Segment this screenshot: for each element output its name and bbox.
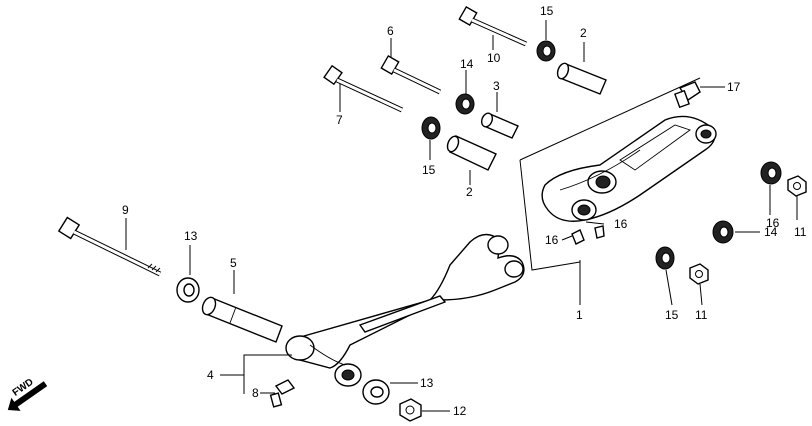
forward-direction-arrow: FWD — [7, 377, 48, 411]
label-part-2-bottom: 2 — [466, 185, 473, 199]
bolt-10 — [458, 5, 528, 47]
label-part-16-right: 16 — [766, 216, 780, 230]
label-part-15-top: 15 — [540, 4, 554, 18]
label-part-17: 17 — [727, 80, 741, 94]
label-part-4: 4 — [207, 368, 214, 382]
label-part-15-mid: 15 — [422, 163, 436, 177]
nut-11-bottom — [689, 263, 709, 285]
label-part-10: 10 — [487, 51, 501, 65]
label-part-5: 5 — [230, 256, 237, 270]
dust-seal-15-top — [536, 40, 556, 62]
dust-seal-13-left — [176, 277, 200, 303]
dust-seal-13-right — [362, 379, 390, 405]
nut-12 — [399, 398, 422, 422]
collar-3 — [480, 112, 519, 139]
bolt-9 — [57, 216, 162, 277]
collar-5 — [201, 296, 283, 343]
nut-11-right — [787, 175, 807, 197]
label-part-7: 7 — [336, 113, 343, 127]
label-part-3: 3 — [493, 79, 500, 93]
bolt-6 — [380, 54, 442, 95]
dust-seal-14-right — [712, 220, 734, 244]
grease-fitting-17 — [674, 81, 701, 109]
label-part-15-bottom: 15 — [665, 308, 679, 322]
label-part-13-left: 13 — [184, 229, 198, 243]
label-part-14-right: 14 — [764, 225, 778, 239]
label-part-14-top: 14 — [460, 57, 474, 71]
grease-fitting-8 — [269, 379, 296, 408]
dust-seal-15-right — [760, 161, 782, 185]
lower-linkage-arm — [285, 233, 525, 387]
label-part-12: 12 — [453, 404, 467, 418]
part-number-labels: 10 15 2 6 14 3 7 15 2 17 16 11 14 16 16 … — [122, 4, 807, 418]
label-part-1: 1 — [576, 308, 583, 322]
collar-2-top — [556, 62, 607, 95]
label-part-8: 8 — [252, 386, 259, 400]
label-part-6: 6 — [387, 24, 394, 38]
label-part-9: 9 — [122, 203, 129, 217]
label-part-11-bottom: 11 — [695, 308, 708, 322]
dust-seal-14-top — [455, 93, 475, 115]
bolt-7 — [323, 64, 404, 113]
dust-seal-15-bottom — [655, 246, 675, 270]
label-part-2-top: 2 — [580, 26, 587, 40]
label-part-13-right: 13 — [420, 376, 434, 390]
upper-linkage-arm — [519, 77, 717, 271]
grease-fittings-16 — [571, 225, 605, 245]
label-part-16-left: 16 — [545, 233, 559, 247]
leader-lines — [125, 20, 798, 412]
dust-seal-15-mid — [421, 116, 441, 140]
label-part-16-mid: 16 — [614, 217, 628, 231]
label-part-11-right: 11 — [794, 225, 807, 239]
collar-2-bottom — [446, 135, 497, 171]
